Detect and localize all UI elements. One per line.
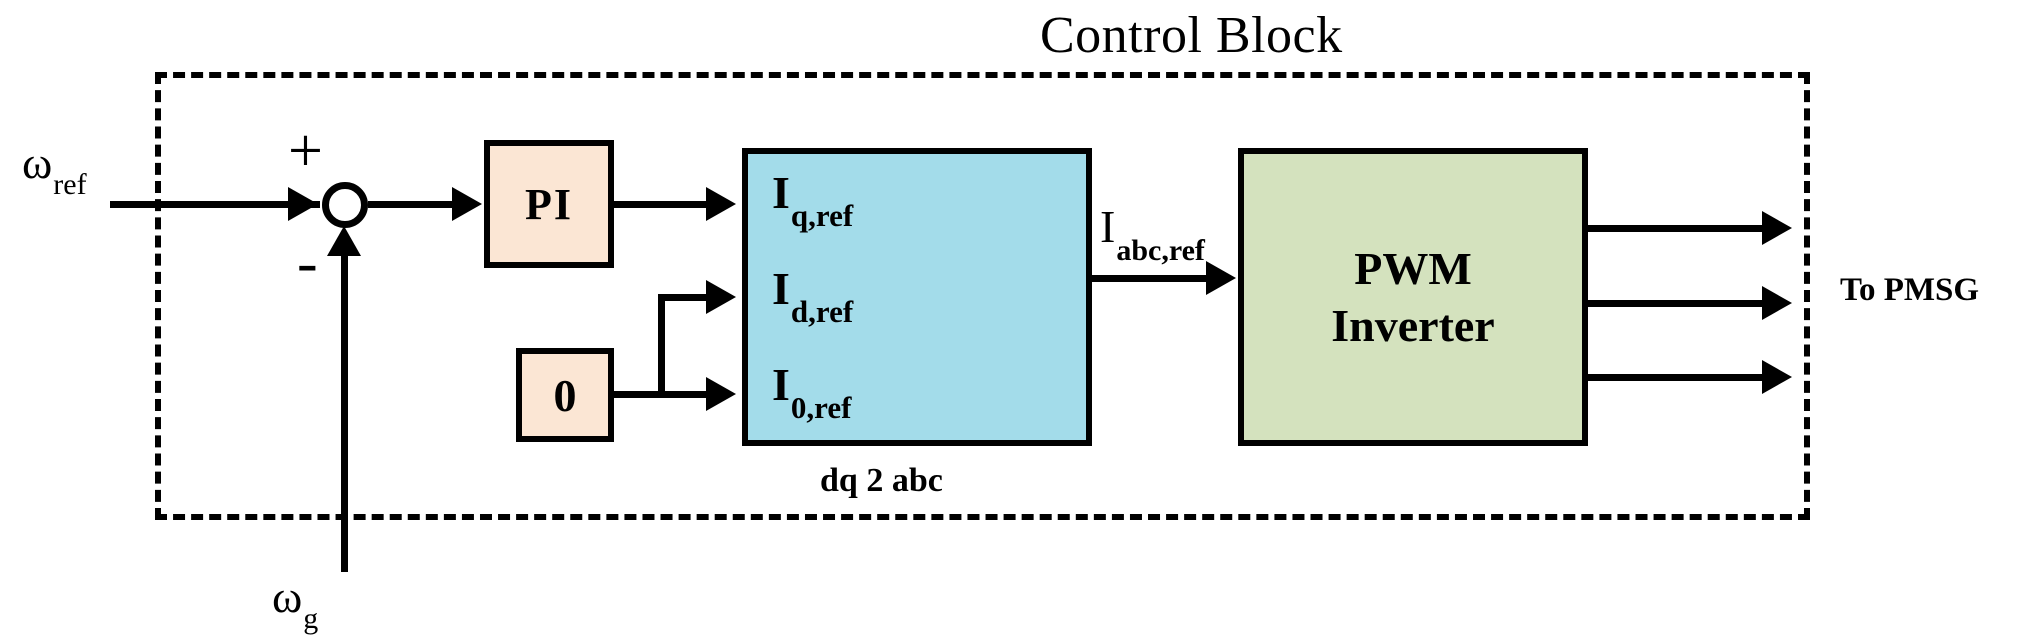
pwm-line-2: Inverter <box>1331 300 1495 351</box>
block-pi[interactable]: PI <box>484 140 614 268</box>
iq-base: I <box>772 167 790 218</box>
current-label-id-ref: Id,ref <box>772 262 853 329</box>
arrowhead-into-pwm <box>1206 261 1236 295</box>
wire-output-phase-a <box>1588 225 1768 232</box>
arrowhead-into-sum-left <box>288 187 318 221</box>
omega-ref-base: ω <box>22 137 53 188</box>
sum-sign-plus: + <box>288 117 323 185</box>
wire-output-phase-b <box>1588 300 1768 307</box>
current-label-i0-ref: I0,ref <box>772 358 851 425</box>
current-label-iq-ref: Iq,ref <box>772 166 853 233</box>
sum-sign-minus: - <box>297 229 318 297</box>
wire-zero-out <box>614 391 722 398</box>
wire-pi-to-dq2abc <box>614 201 710 208</box>
wire-dq2abc-to-pwm <box>1092 275 1210 282</box>
wire-omega-ref-to-sum <box>110 201 320 208</box>
i0-base: I <box>772 359 790 410</box>
wire-sum-to-pi <box>368 201 454 208</box>
block-dq2abc-caption: dq 2 abc <box>820 462 943 499</box>
i0-subscript: 0,ref <box>790 390 852 426</box>
arrowhead-output-phase-b <box>1762 286 1792 320</box>
omega-ref-subscript: ref <box>53 168 87 202</box>
wire-zero-branch-riser <box>658 294 665 398</box>
arrowhead-into-iq-ref <box>706 187 736 221</box>
block-zero[interactable]: 0 <box>516 348 614 442</box>
wire-output-phase-c <box>1588 374 1768 381</box>
id-subscript: d,ref <box>790 294 854 330</box>
omega-g-subscript: g <box>303 602 319 636</box>
wire-zero-to-id-ref <box>658 294 710 301</box>
omega-g-base: ω <box>272 571 303 622</box>
input-label-omega-g: ωg <box>272 570 318 635</box>
arrowhead-into-sum-bottom <box>327 226 361 256</box>
block-dq2abc[interactable]: Iq,ref Id,ref I0,ref <box>742 148 1092 446</box>
arrowhead-into-pi <box>452 187 482 221</box>
pwm-line-1: PWM <box>1354 242 1472 294</box>
arrowhead-into-id-ref <box>706 280 736 314</box>
iq-subscript: q,ref <box>790 198 854 234</box>
wire-omega-g-feedback <box>341 252 348 572</box>
arrowhead-output-phase-a <box>1762 211 1792 245</box>
iabc-base: I <box>1100 201 1116 252</box>
iabc-subscript: abc,ref <box>1116 234 1205 268</box>
summing-junction <box>322 182 368 228</box>
label-to-pmsg: To PMSG <box>1840 272 1980 308</box>
id-base: I <box>772 263 790 314</box>
arrowhead-output-phase-c <box>1762 360 1792 394</box>
page-title: Control Block <box>1040 7 1343 64</box>
block-pwm-inverter[interactable]: PWM Inverter <box>1238 148 1588 446</box>
input-label-omega-ref: ωref <box>22 136 87 201</box>
control-block-boundary <box>155 72 1810 520</box>
bus-label-iabc-ref: Iabc,ref <box>1100 200 1205 267</box>
arrowhead-into-i0-ref <box>706 377 736 411</box>
